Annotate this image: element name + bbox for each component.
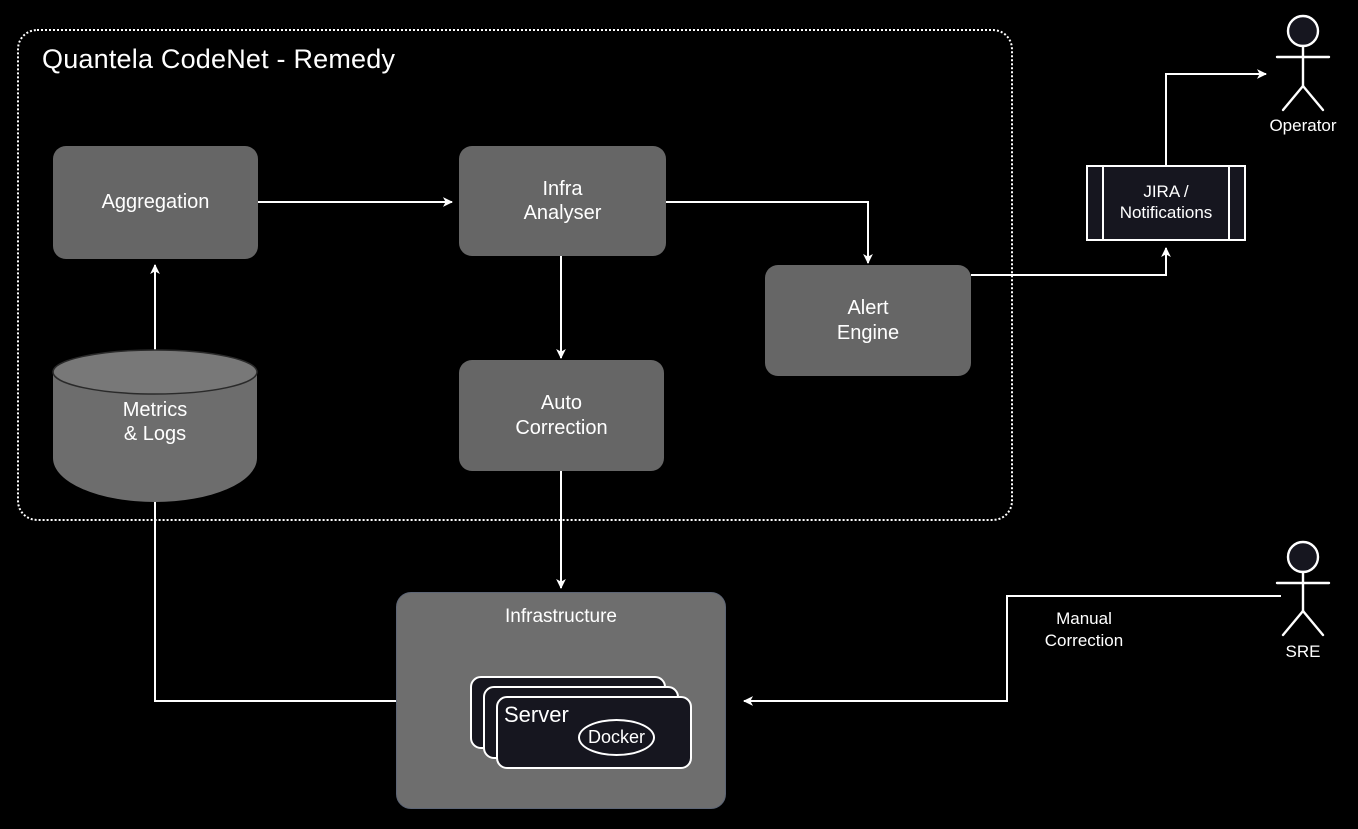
node-aggregation-label: Aggregation	[101, 191, 210, 214]
node-metrics-logs[interactable]: Metrics & Logs	[53, 350, 257, 480]
node-infra-analyser[interactable]: Infra Analyser	[459, 146, 666, 256]
node-aggregation[interactable]: Aggregation	[53, 146, 258, 259]
node-jira-notifications[interactable]: JIRA / Notifications	[1086, 165, 1246, 241]
operator-actor-icon	[1275, 14, 1331, 112]
node-docker-label: Docker	[587, 727, 645, 747]
node-infra-analyser-label: Infra Analyser	[523, 177, 602, 224]
operator-label: Operator	[1269, 116, 1337, 135]
sre-actor-icon	[1275, 540, 1331, 637]
edge-infrastructure-to-metrics	[150, 489, 396, 702]
edge-label-manual-correction: Manual Correction	[1044, 609, 1124, 651]
node-docker[interactable]: Docker	[578, 719, 655, 756]
node-auto-correction[interactable]: Auto Correction	[459, 360, 664, 471]
boundary-title: Quantela CodeNet - Remedy	[42, 44, 396, 74]
node-auto-correction-label: Auto Correction	[515, 392, 608, 439]
node-metrics-logs-label: Metrics & Logs	[122, 398, 188, 445]
component-left-bar	[1102, 167, 1104, 239]
node-jira-notifications-label: JIRA / Notifications	[1119, 182, 1213, 222]
node-server-label: Server	[504, 702, 569, 727]
node-alert-engine[interactable]: Alert Engine	[765, 265, 971, 376]
component-right-bar	[1228, 167, 1230, 239]
edge-sre-to-infrastructure	[743, 595, 1281, 706]
sre-label: SRE	[1285, 642, 1321, 661]
node-infrastructure-label: Infrastructure	[505, 606, 617, 627]
node-alert-engine-label: Alert Engine	[836, 297, 900, 344]
